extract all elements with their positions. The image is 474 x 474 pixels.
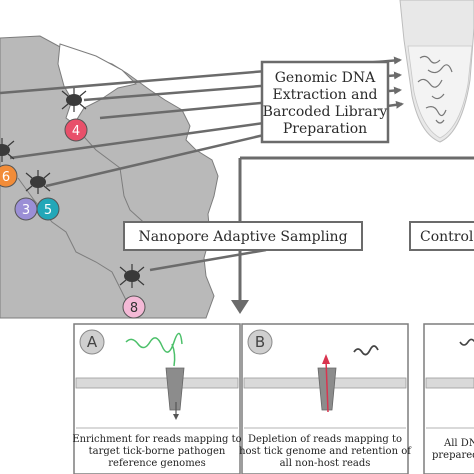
panel-a-caption-1: Enrichment for reads mapping to [72, 434, 241, 445]
site-6-number: 6 [2, 170, 10, 185]
site-marker-3: 3 [14, 197, 38, 221]
tube-liquid [407, 45, 473, 139]
ejection-arrowhead-b [322, 354, 330, 364]
panel-b-badge [247, 329, 273, 355]
flow-arrowhead-a [173, 414, 179, 420]
arrow-tick-3-5 [45, 133, 265, 188]
panel-b: B Depletion of reads mapping to host tic… [239, 323, 412, 474]
extraction-line-3: Barcoded Library [263, 104, 388, 120]
site-4-circle [64, 118, 88, 142]
panel-b-caption-1: Depletion of reads mapping to [248, 434, 402, 445]
site-6-circle [0, 164, 18, 188]
control-label: Control [420, 229, 474, 245]
panel-a-caption-2: target tick-borne pathogen [89, 446, 226, 457]
membrane-c [425, 377, 474, 389]
site-5-number: 5 [44, 203, 52, 218]
panel-b-caption-2: host tick genome and retention of [239, 446, 412, 457]
extraction-line-4: Preparation [283, 121, 367, 137]
panel-a-letter: A [87, 333, 98, 351]
site-5-circle [36, 197, 60, 221]
tick-icon [25, 170, 51, 194]
nanopore-box: Nanopore Adaptive Sampling [123, 221, 363, 251]
nanopore-label: Nanopore Adaptive Sampling [138, 229, 347, 245]
site-marker-4: 4 [64, 118, 88, 142]
ejection-arrow-b [325, 359, 329, 413]
site-marker-6: 6 [0, 164, 18, 188]
site-markers: 4 6 3 5 8 [0, 118, 146, 319]
control-box: Control [409, 221, 474, 251]
panel-c-caption-1: All DN [443, 438, 474, 449]
panels: A Enrichment for reads mapping to target… [72, 323, 474, 474]
panel-b-letter: B [255, 333, 265, 351]
panel-a-caption-3: reference genomes [108, 458, 205, 469]
panel-a-badge [79, 329, 105, 355]
site-8-number: 8 [130, 301, 138, 316]
extraction-line-2: Extraction and [273, 87, 378, 103]
panel-c-caption-2: prepared [432, 450, 474, 461]
site-marker-5: 5 [36, 197, 60, 221]
dna-strands [417, 55, 453, 124]
extraction-line-1: Genomic DNA [275, 70, 376, 86]
dna-read-host [353, 345, 379, 356]
arrow-tick-8 [149, 248, 267, 272]
down-arrowhead [231, 300, 249, 314]
panel-c: All DN prepared [423, 323, 474, 474]
site-4-number: 4 [72, 124, 80, 139]
dna-read-green [125, 332, 183, 353]
site-marker-8: 8 [122, 295, 146, 319]
membrane-a [75, 377, 239, 389]
tick-icon [119, 264, 145, 288]
dna-read-green-tail [171, 343, 176, 367]
ticks [0, 88, 145, 288]
panel-b-caption-3: all non-host reads [280, 458, 371, 469]
panel-a: A Enrichment for reads mapping to target… [72, 323, 242, 474]
tick-icon [0, 138, 15, 162]
pore-a [165, 367, 185, 411]
dna-tube [399, 0, 474, 143]
site-8-circle [122, 295, 146, 319]
tick-icon [61, 88, 87, 112]
site-3-number: 3 [22, 203, 30, 218]
extraction-box: Genomic DNA Extraction and Barcoded Libr… [260, 60, 390, 144]
